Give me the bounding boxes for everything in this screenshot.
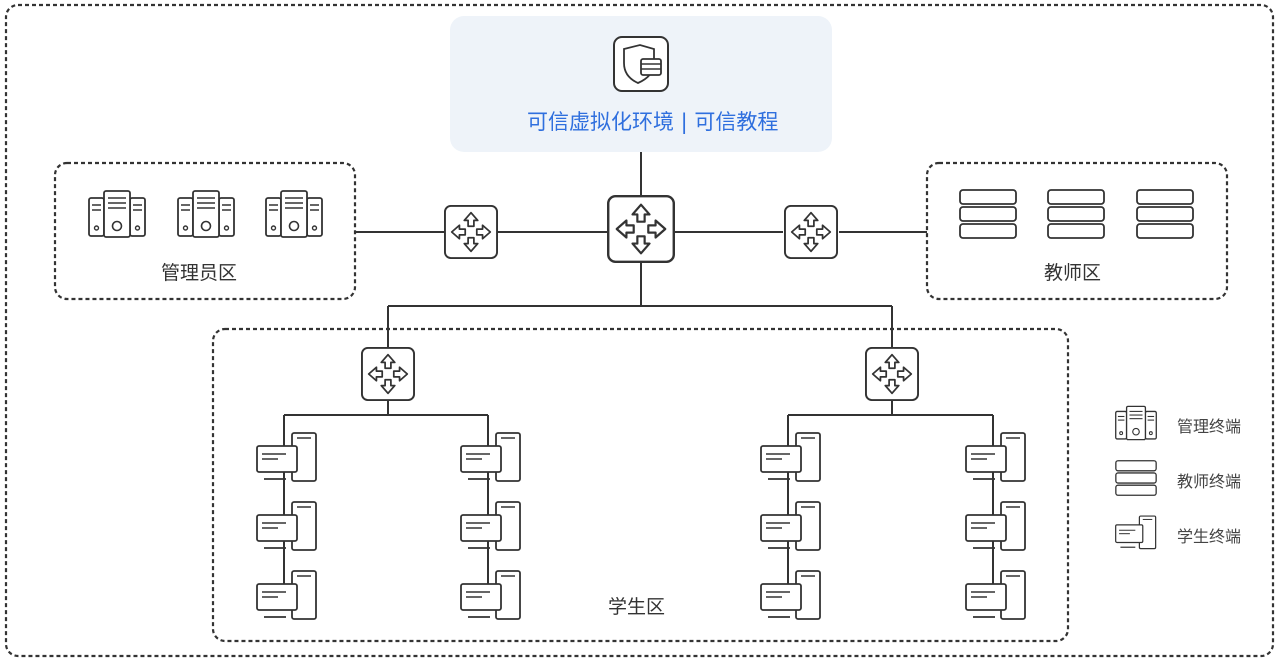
student-pc-icon [760, 432, 821, 482]
admin-zone-label: 管理员区 [161, 262, 238, 284]
admin-router-icon [444, 205, 498, 259]
student-router-right-icon [865, 347, 919, 401]
student-router-left-icon [361, 347, 415, 401]
legend-rack-server-icon [1115, 460, 1157, 496]
core-router-icon [607, 195, 675, 263]
student-pc-icon [460, 432, 521, 482]
teacher-zone-label: 教师区 [1044, 262, 1102, 284]
teacher-router-icon [784, 205, 838, 259]
teacher-zone [925, 161, 1229, 301]
student-pc-icon [965, 432, 1026, 482]
admin-server-icon [177, 190, 235, 238]
student-pc-icon [460, 501, 521, 551]
legend-label-student: 学生终端 [1177, 527, 1242, 546]
student-pc-icon [760, 501, 821, 551]
student-pc-icon [256, 570, 317, 620]
legend-tower-server-icon [1115, 405, 1157, 441]
teacher-server-icon [959, 189, 1017, 239]
student-zone [211, 327, 1070, 643]
student-pc-icon [965, 570, 1026, 620]
legend-label-teacher: 教师终端 [1177, 472, 1242, 491]
outer-border [4, 3, 1275, 658]
admin-server-icon [88, 190, 146, 238]
student-pc-icon [256, 432, 317, 482]
student-pc-icon [760, 570, 821, 620]
legend-label-admin: 管理终端 [1177, 417, 1242, 436]
student-pc-icon [256, 501, 317, 551]
student-zone-label: 学生区 [608, 596, 666, 618]
legend-desktop-pc-icon [1115, 515, 1157, 550]
header-title: 可信虚拟化环境 | 可信教程 [527, 110, 779, 134]
teacher-server-icon [1047, 189, 1105, 239]
student-terminals [256, 415, 1026, 620]
student-pc-icon [460, 570, 521, 620]
connection-lines [284, 152, 993, 416]
shield-server-icon [613, 36, 669, 92]
teacher-server-icon [1136, 189, 1194, 239]
admin-server-icon [265, 190, 323, 238]
student-pc-icon [965, 501, 1026, 551]
